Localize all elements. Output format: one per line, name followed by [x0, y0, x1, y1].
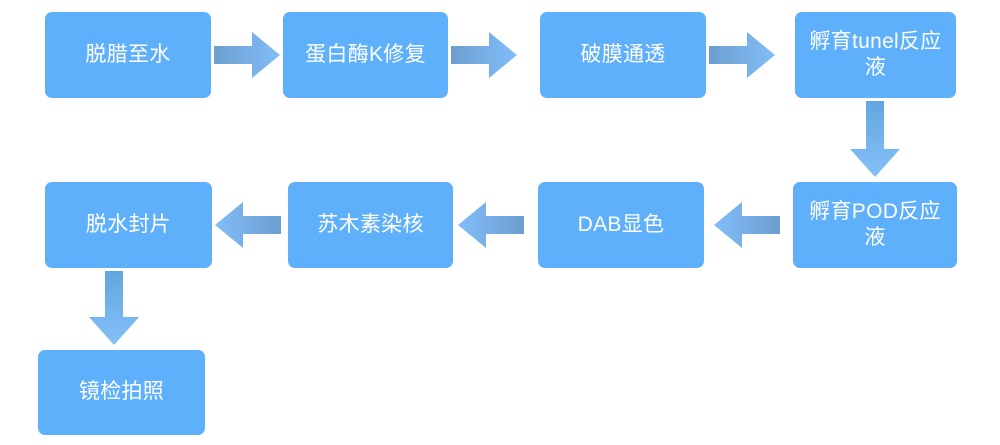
flow-node-3[interactable]: 破膜通透	[540, 12, 706, 98]
flow-arrow-down-2	[88, 271, 140, 345]
flow-arrow-right-2	[451, 30, 517, 80]
flow-arrow-right-3	[709, 30, 775, 80]
flow-node-1[interactable]: 脱腊至水	[45, 12, 211, 98]
flow-node-8-label: 脱水封片	[85, 212, 172, 236]
flow-node-6-label: DAB显色	[577, 212, 665, 236]
flow-node-7-label: 苏木素染核	[317, 212, 424, 236]
flow-node-9[interactable]: 镜检拍照	[38, 350, 205, 435]
flow-node-5-label: 孵育POD反应液	[809, 199, 941, 249]
flow-arrow-down-1	[849, 101, 901, 177]
flow-arrow-left-1	[714, 200, 780, 250]
flow-node-8[interactable]: 脱水封片	[45, 182, 212, 268]
flow-arrow-right-1	[214, 30, 280, 80]
flow-node-5[interactable]: 孵育POD反应液	[793, 182, 957, 268]
flow-node-2[interactable]: 蛋白酶K修复	[283, 12, 448, 98]
flow-node-1-label: 脱腊至水	[85, 42, 171, 66]
flow-node-3-label: 破膜通透	[580, 42, 666, 66]
flow-arrow-left-3	[215, 200, 281, 250]
flow-node-6[interactable]: DAB显色	[538, 182, 704, 268]
flow-node-2-label: 蛋白酶K修复	[305, 42, 426, 66]
flow-node-4[interactable]: 孵育tunel反应液	[795, 12, 956, 98]
flow-arrow-left-2	[458, 200, 524, 250]
flow-node-7[interactable]: 苏木素染核	[288, 182, 453, 268]
flow-node-4-label: 孵育tunel反应液	[809, 29, 942, 79]
flow-node-9-label: 镜检拍照	[78, 380, 165, 404]
